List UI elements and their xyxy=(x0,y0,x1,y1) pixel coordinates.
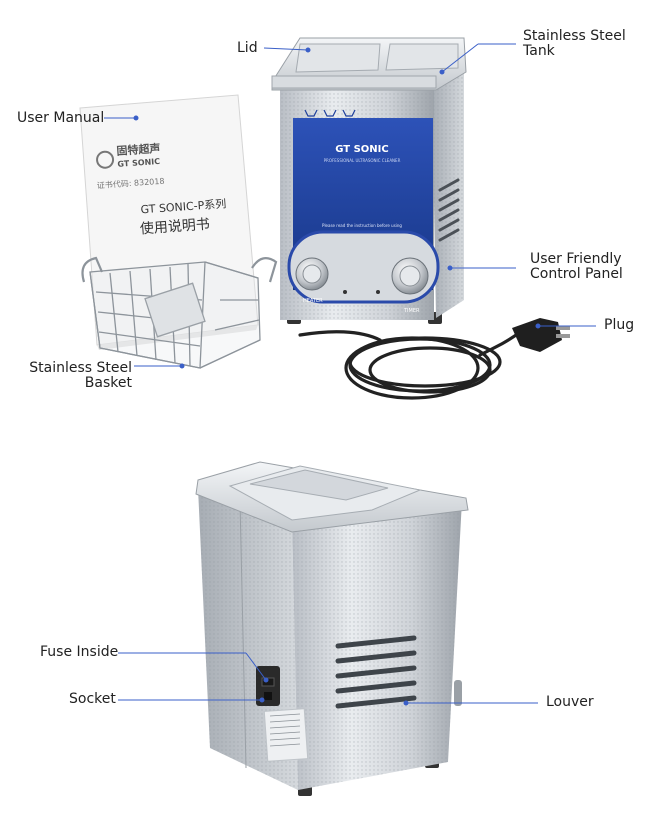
louver-label: Louver xyxy=(546,694,594,710)
timer-label: TIMER xyxy=(403,308,420,314)
manual-cert: 证书代码: 832018 xyxy=(96,176,164,191)
panel-note: Please read the instruction before using xyxy=(322,223,402,228)
tank-label-line1: Stainless Steel xyxy=(523,28,626,44)
basket-label-line1: Stainless Steel xyxy=(29,360,132,376)
basket-label: Stainless Steel Basket xyxy=(12,361,132,391)
manual-title: 使用说明书 xyxy=(139,216,210,238)
user-manual: 固特超声 GT SONIC 证书代码: 832018 GT SONIC-P系列 … xyxy=(79,94,259,350)
stainless-steel-basket xyxy=(81,256,278,369)
basket-label-line2: Basket xyxy=(84,375,132,391)
manual-label: User Manual xyxy=(17,110,105,126)
manual-logo-en: GT SONIC xyxy=(117,157,160,169)
plug-label: Plug xyxy=(604,317,635,333)
panel-label: User Friendly Control Panel xyxy=(530,252,623,282)
panel-label-line2: Control Panel xyxy=(530,266,623,282)
power-cord xyxy=(298,330,522,400)
fuse-label: Fuse Inside xyxy=(40,644,119,660)
heater-label: HEATER xyxy=(303,298,323,304)
cleaner-front-unit: GT SONIC PROFESSIONAL ULTRASONIC CLEANER… xyxy=(271,37,467,324)
lid-label: Lid xyxy=(237,40,258,56)
socket-label: Socket xyxy=(69,691,116,707)
cleaner-back-unit xyxy=(195,461,469,796)
panel-label-line1: User Friendly xyxy=(530,251,622,267)
plug xyxy=(512,318,570,352)
tank-label-line2: Tank xyxy=(523,43,555,59)
manual-logo-cn: 固特超声 xyxy=(116,141,161,158)
brand-logo: GT SONIC xyxy=(335,144,388,155)
brand-tagline: PROFESSIONAL ULTRASONIC CLEANER xyxy=(324,158,401,163)
manual-series: GT SONIC-P系列 xyxy=(140,196,227,216)
tank-label: Stainless Steel Tank xyxy=(523,29,626,59)
